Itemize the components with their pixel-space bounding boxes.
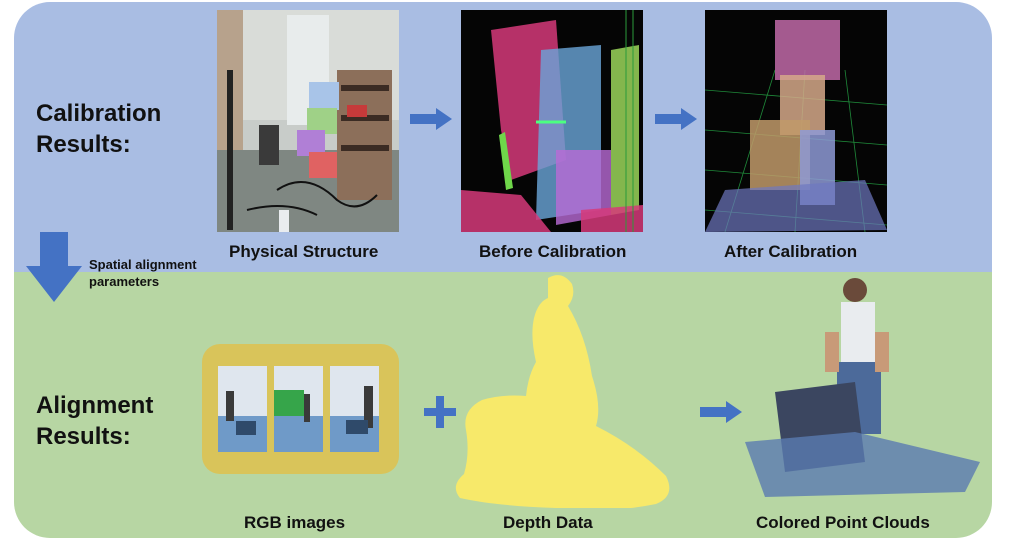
calibration-results-title: Calibration Results: [36,100,162,158]
caption-colored-point-clouds: Colored Point Clouds [756,513,930,532]
caption-rgb-images: RGB images [244,513,346,532]
arrow-right-icon [700,401,742,423]
rgb-image-3 [330,366,379,452]
alignment-results-title: Alignment Results: [36,392,154,450]
spatial-alignment-label: Spatial alignment parameters [89,257,197,289]
depth-data-pointcloud [455,275,670,508]
arrow-right-icon [410,108,452,130]
colored-pointcloud [745,278,980,497]
arrow-down-icon [26,232,82,302]
caption-before-calibration: Before Calibration [479,242,627,261]
rgb-image-1 [218,366,267,452]
plus-icon [424,396,456,428]
rgb-image-2 [274,366,323,452]
physical-structure-photo [217,10,399,232]
caption-depth-data: Depth Data [503,513,593,532]
before-calibration-pointcloud [461,10,643,232]
after-calibration-pointcloud [705,10,887,232]
caption-physical-structure: Physical Structure [229,242,379,261]
arrow-right-icon [655,108,697,130]
caption-after-calibration: After Calibration [724,242,858,261]
